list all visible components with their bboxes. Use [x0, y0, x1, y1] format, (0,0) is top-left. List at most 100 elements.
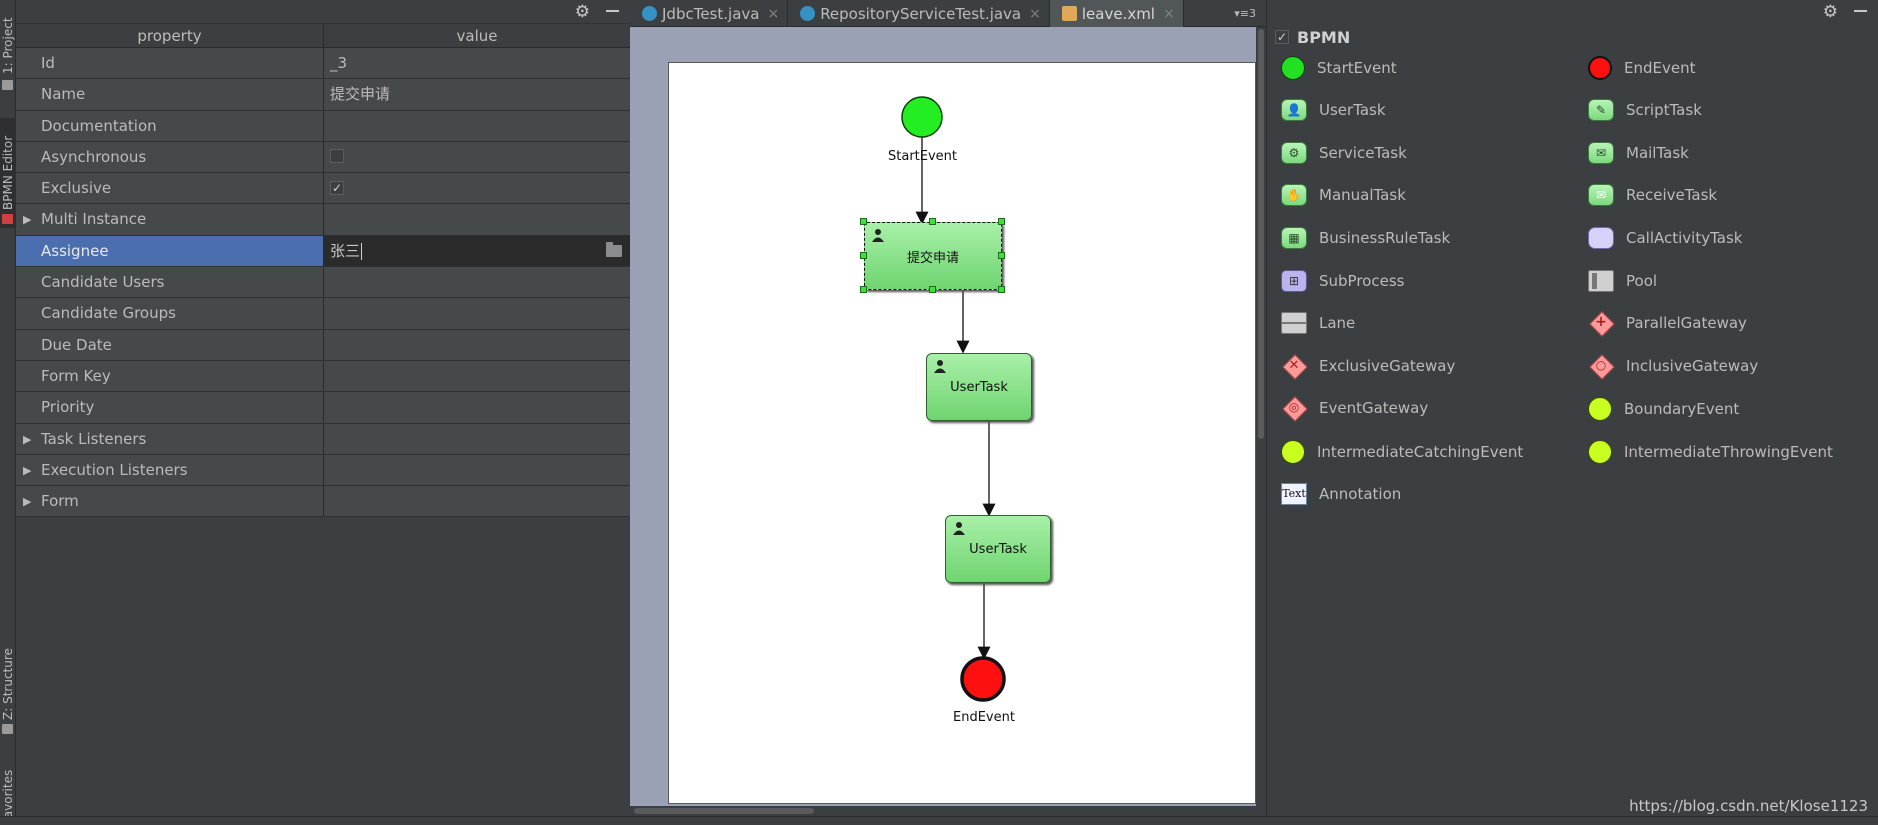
asynchronous-checkbox[interactable]: [330, 149, 344, 164]
resize-handle[interactable]: [929, 218, 936, 225]
property-value[interactable]: [324, 267, 630, 298]
palette-item-parallel-gateway[interactable]: +ParallelGateway: [1588, 312, 1747, 334]
bpmn-editor-tool-tab[interactable]: BPMN Editor: [0, 118, 16, 228]
property-row-candidate-users[interactable]: Candidate Users: [16, 267, 630, 299]
gear-icon[interactable]: ⚙: [1822, 2, 1838, 22]
property-value[interactable]: [324, 486, 630, 517]
palette-item-label: StartEvent: [1317, 59, 1397, 77]
palette-item-user-task[interactable]: 👤UserTask: [1281, 99, 1386, 121]
palette-item-end-event[interactable]: EndEvent: [1588, 56, 1695, 80]
gear-icon[interactable]: ⚙: [574, 2, 590, 22]
tab-overflow-menu[interactable]: ▾≡3: [1234, 7, 1256, 20]
scrollbar-thumb[interactable]: [1258, 29, 1264, 439]
resize-handle[interactable]: [998, 218, 1005, 225]
exclusive-checkbox[interactable]: ✓: [330, 180, 344, 195]
property-value[interactable]: [324, 298, 630, 329]
resize-handle[interactable]: [998, 252, 1005, 259]
user-task-2[interactable]: UserTask: [926, 353, 1032, 421]
end-event-node[interactable]: [960, 656, 1006, 702]
property-value[interactable]: 提交申请: [324, 79, 630, 110]
expand-arrow-icon[interactable]: ▶: [23, 213, 32, 227]
property-row-form-key[interactable]: Form Key: [16, 360, 630, 393]
property-value[interactable]: [324, 360, 630, 392]
property-key-cell: ▶Form: [16, 486, 324, 517]
palette-item-mail-task[interactable]: ✉MailTask: [1588, 142, 1689, 164]
value-column-header[interactable]: value: [456, 27, 498, 45]
user-task-3[interactable]: UserTask: [945, 515, 1051, 583]
user-icon: [934, 360, 946, 373]
palette-item-call-activity-task[interactable]: CallActivityTask: [1588, 227, 1742, 249]
palette-item-pool[interactable]: Pool: [1588, 270, 1657, 292]
user-task-submit[interactable]: 提交申请: [864, 222, 1002, 290]
status-bar: [0, 816, 1878, 825]
close-icon[interactable]: ×: [1029, 5, 1041, 22]
palette-item-exclusive-gateway[interactable]: ✕ExclusiveGateway: [1281, 355, 1456, 377]
resize-handle[interactable]: [860, 286, 867, 293]
property-row-task-listeners[interactable]: ▶Task Listeners: [16, 423, 630, 455]
watermark: https://blog.csdn.net/Klose1123: [1629, 797, 1868, 815]
horizontal-scrollbar[interactable]: [630, 806, 1266, 816]
palette-item-intermediate-throwing-event[interactable]: IntermediateThrowingEvent: [1588, 440, 1833, 464]
property-row-multi-instance[interactable]: ▶Multi Instance: [16, 204, 630, 236]
palette-item-manual-task[interactable]: ✋ManualTask: [1281, 184, 1406, 206]
resize-handle[interactable]: [998, 286, 1005, 293]
folder-open-icon[interactable]: [606, 241, 622, 257]
vertical-scrollbar[interactable]: [1256, 27, 1266, 816]
structure-tool-tab[interactable]: Z: Structure: [0, 640, 16, 740]
scrollbar-thumb[interactable]: [634, 808, 814, 814]
bpmn-canvas[interactable]: StartEvent EndEvent 提交申请 UserTask UserTa…: [630, 27, 1256, 816]
property-value[interactable]: [324, 204, 630, 235]
minimize-icon[interactable]: [1854, 10, 1867, 12]
start-event-node[interactable]: [901, 96, 943, 138]
palette-item-lane[interactable]: Lane: [1281, 312, 1355, 334]
expand-arrow-icon[interactable]: ▶: [23, 432, 32, 446]
tab-leave-xml[interactable]: leave.xml ×: [1049, 0, 1184, 27]
tab-repository-service-test[interactable]: RepositoryServiceTest.java ×: [788, 0, 1050, 27]
property-value[interactable]: [324, 392, 630, 423]
palette-item-service-task[interactable]: ⚙ServiceTask: [1281, 142, 1407, 164]
property-row-documentation[interactable]: Documentation: [16, 110, 630, 142]
diagram-page[interactable]: StartEvent EndEvent 提交申请 UserTask UserTa…: [668, 62, 1256, 804]
close-icon[interactable]: ×: [1162, 5, 1175, 22]
palette-item-event-gateway[interactable]: ◎EventGateway: [1281, 397, 1428, 419]
palette-item-label: UserTask: [1319, 101, 1386, 119]
assignee-input[interactable]: 张三: [330, 241, 361, 260]
property-value[interactable]: _3: [324, 48, 630, 79]
property-row-due-date[interactable]: Due Date: [16, 329, 630, 361]
bpmn-group-checkbox[interactable]: ✓: [1275, 29, 1289, 44]
property-row-priority[interactable]: Priority: [16, 392, 630, 424]
expand-arrow-icon[interactable]: ▶: [23, 463, 32, 477]
property-row-execution-listeners[interactable]: ▶Execution Listeners: [16, 454, 630, 487]
palette-item-script-task[interactable]: ✎ScriptTask: [1588, 99, 1702, 121]
tab-jdbc-test[interactable]: JdbcTest.java ×: [630, 0, 789, 27]
palette-item-inclusive-gateway[interactable]: ○InclusiveGateway: [1588, 355, 1758, 377]
property-value[interactable]: [324, 454, 630, 486]
close-icon[interactable]: ×: [767, 5, 780, 22]
property-row-candidate-groups[interactable]: Candidate Groups: [16, 298, 630, 330]
property-value[interactable]: [324, 110, 630, 141]
resize-handle[interactable]: [860, 252, 867, 259]
property-row-exclusive[interactable]: Exclusive ✓: [16, 173, 630, 205]
palette-item-boundary-event[interactable]: BoundaryEvent: [1588, 397, 1739, 421]
palette-item-subprocess[interactable]: ⊞SubProcess: [1281, 270, 1404, 292]
palette-item-receive-task[interactable]: ✉ReceiveTask: [1588, 184, 1717, 206]
expand-arrow-icon[interactable]: ▶: [23, 495, 32, 509]
palette-item-start-event[interactable]: StartEvent: [1281, 56, 1397, 80]
palette-item-intermediate-catching-event[interactable]: IntermediateCatchingEvent: [1281, 440, 1523, 464]
minimize-icon[interactable]: [606, 10, 619, 12]
property-row-assignee[interactable]: Assignee 张三: [16, 235, 630, 268]
property-row-form[interactable]: ▶Form: [16, 486, 630, 518]
property-row-name[interactable]: Name 提交申请: [16, 79, 630, 111]
palette-item-business-rule-task[interactable]: ▦BusinessRuleTask: [1281, 227, 1450, 249]
project-tool-tab[interactable]: 1: Project: [0, 0, 16, 95]
palette-group-bpmn[interactable]: ✓ BPMN: [1275, 28, 1350, 47]
resize-handle[interactable]: [860, 218, 867, 225]
resize-handle[interactable]: [929, 286, 936, 293]
property-value[interactable]: [324, 423, 630, 454]
property-row-id[interactable]: Id _3: [16, 48, 630, 80]
property-row-asynchronous[interactable]: Asynchronous: [16, 141, 630, 174]
property-column-header[interactable]: property: [16, 24, 324, 47]
property-value[interactable]: [324, 329, 630, 360]
pool-icon: [1588, 270, 1614, 292]
